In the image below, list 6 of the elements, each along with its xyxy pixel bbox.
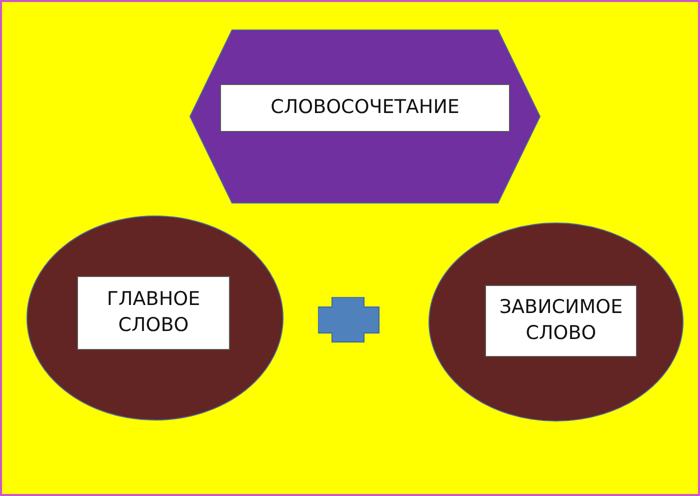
node-label: ГЛАВНОЕ СЛОВО [106,287,202,338]
text-box [77,276,230,350]
text-box [485,285,637,357]
text-box [220,84,510,132]
node-label: ЗАВИСИМОЕ СЛОВО [498,295,624,346]
node-label: СЛОВОСОЧЕТАНИЕ [270,95,460,120]
